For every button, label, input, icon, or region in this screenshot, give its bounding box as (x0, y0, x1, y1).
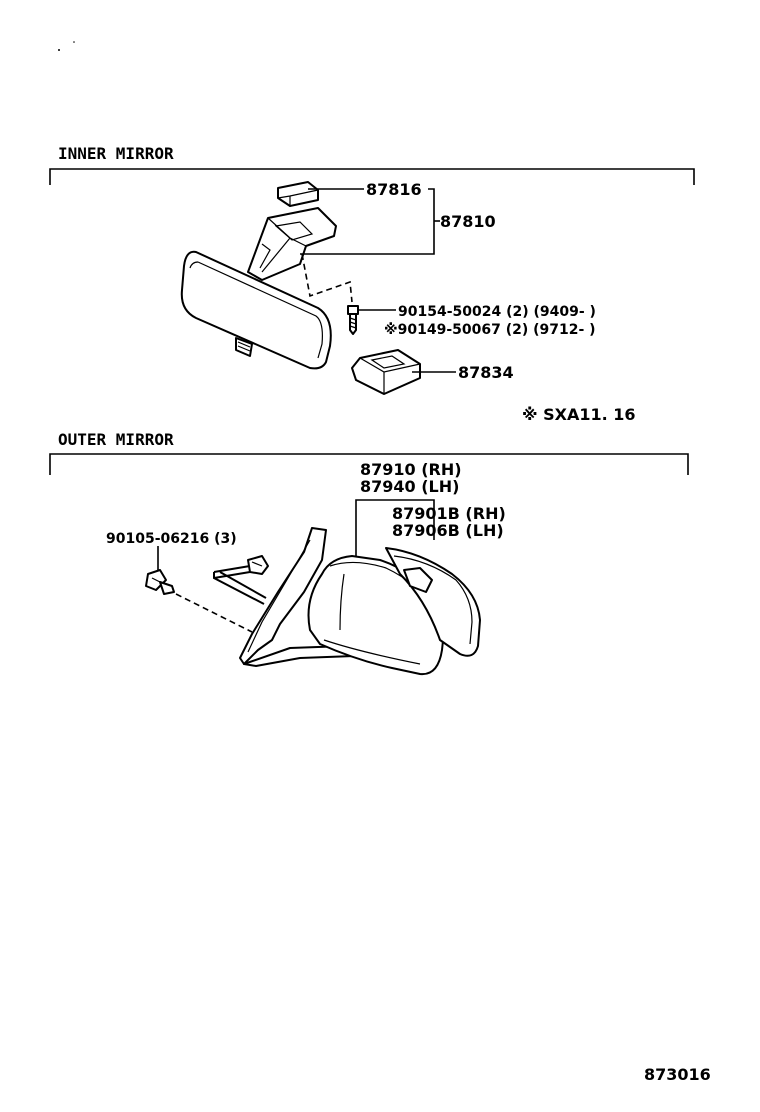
outer-dashed-line (175, 593, 253, 633)
inner-dashed-line (301, 253, 353, 303)
label-bolt-90154: 90154-50024 (2) (9409- ) (398, 304, 596, 320)
part-87834-cover (351, 349, 421, 395)
applicability-note: ※ SXA11. 16 (522, 405, 636, 424)
inner-section-bracket (49, 168, 695, 185)
outer-mirror-base (239, 527, 355, 667)
label-87834: 87834 (458, 363, 514, 382)
outer-screw (145, 569, 175, 595)
stray-mark (58, 49, 60, 51)
wire-harness (213, 555, 269, 605)
inner-mirror-body (180, 250, 332, 370)
inner-bolt (347, 305, 359, 335)
label-screw-90105: 90105-06216 (3) (106, 531, 237, 547)
part-87816-clip (277, 181, 319, 207)
label-87940-lh: 87940 (LH) (360, 477, 459, 496)
part-87810-bracket (247, 207, 337, 281)
label-87816: 87816 (366, 180, 422, 199)
stray-mark (73, 41, 75, 43)
label-87906b-lh: 87906B (LH) (392, 521, 504, 540)
leader-mirror-assy (355, 499, 435, 558)
outer-section-bracket (49, 453, 689, 475)
figure-id: 873016 (644, 1065, 711, 1084)
inner-mirror-title: INNER MIRROR (58, 144, 174, 163)
label-87910-rh: 87910 (RH) (360, 460, 462, 479)
label-87901b-rh: 87901B (RH) (392, 504, 506, 523)
outer-mirror-glass (385, 547, 481, 657)
outer-mirror-title: OUTER MIRROR (58, 430, 174, 449)
label-bolt-90149: ※90149-50067 (2) (9712- ) (384, 322, 596, 338)
label-87810: 87810 (440, 212, 496, 231)
